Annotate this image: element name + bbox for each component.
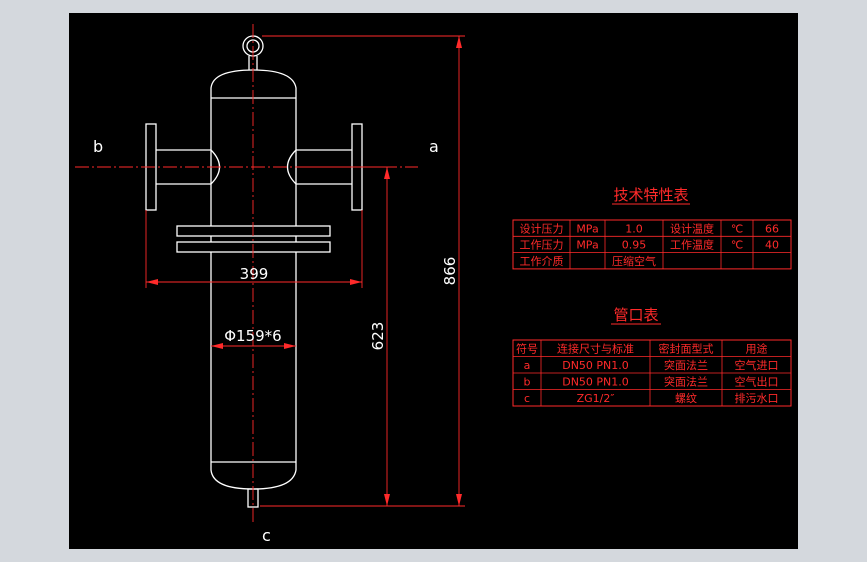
spec-table-cell: 设计压力 (520, 222, 564, 235)
nozzle-table-title: 管口表 (613, 306, 658, 324)
spec-table-cell: 40 (765, 239, 779, 252)
dimension-arrows (146, 36, 462, 506)
spec-table-cell: 66 (765, 222, 779, 235)
nozzle-table-cell: 突面法兰 (664, 358, 708, 372)
nozzle-table-cell: b (524, 376, 531, 389)
spec-table-cell: 工作温度 (670, 238, 714, 252)
nozzle-table-cell: 空气进口 (735, 358, 779, 372)
spec-table-cell: MPa (576, 222, 598, 235)
dim-inlet-height: 623 (369, 322, 387, 351)
spec-table-cell: 设计温度 (670, 221, 714, 235)
dimension-lines (145, 35, 465, 507)
nozzle-table-cell: 突面法兰 (664, 375, 708, 389)
nozzle-table-cell: 排污水口 (735, 391, 779, 405)
dim-overall-height: 866 (441, 257, 459, 286)
nozzle-table-cell: 螺纹 (675, 391, 697, 405)
nozzle-b-pipe (156, 149, 211, 185)
spec-table-cell: 1.0 (625, 222, 643, 235)
port-a-label: a (429, 137, 439, 156)
spec-table-title: 技术特性表 (613, 186, 688, 204)
centerlines (75, 24, 418, 522)
spec-table-cell: ℃ (731, 222, 743, 235)
spec-table-cell: MPa (576, 239, 598, 252)
nozzle-table-cell: 密封面型式 (659, 342, 714, 356)
port-b-label: b (93, 137, 103, 156)
nozzle-table-cell: ZG1/2″ (577, 392, 615, 405)
nozzle-table-cell: 符号 (516, 343, 538, 356)
nozzle-table-cell: c (524, 392, 530, 405)
body-flange-top (176, 225, 331, 237)
body-flange-bottom (176, 241, 331, 253)
spec-table-cell: 工作介质 (520, 255, 564, 268)
spec-table-cell: 压缩空气 (612, 254, 656, 268)
dim-flange-span: 399 (240, 265, 269, 283)
nozzle-table-cell: 用途 (746, 342, 768, 356)
nozzle-table-cell: DN50 PN1.0 (562, 376, 629, 389)
drawing-sheet (69, 13, 798, 549)
nozzle-a-pipe (296, 149, 352, 185)
nozzle-table-cell: 空气出口 (735, 375, 779, 389)
port-c-label: c (262, 526, 271, 545)
spec-table-cell: 工作压力 (520, 239, 564, 252)
spec-table-cell: 0.95 (622, 239, 647, 252)
nozzle-table-cell: a (524, 359, 531, 372)
dim-shell-diameter: Φ159*6 (224, 327, 281, 345)
nozzle-table-cell: 连接尺寸与标准 (557, 342, 634, 356)
spec-table-cell: ℃ (731, 239, 743, 252)
spec-table: 设计压力 MPa 1.0 设计温度 ℃ 66 工作压力 MPa 0.95 工作温度 ℃ 40 工作介质 压… (512, 219, 792, 270)
nozzle-table-cell: DN50 PN1.0 (562, 359, 629, 372)
